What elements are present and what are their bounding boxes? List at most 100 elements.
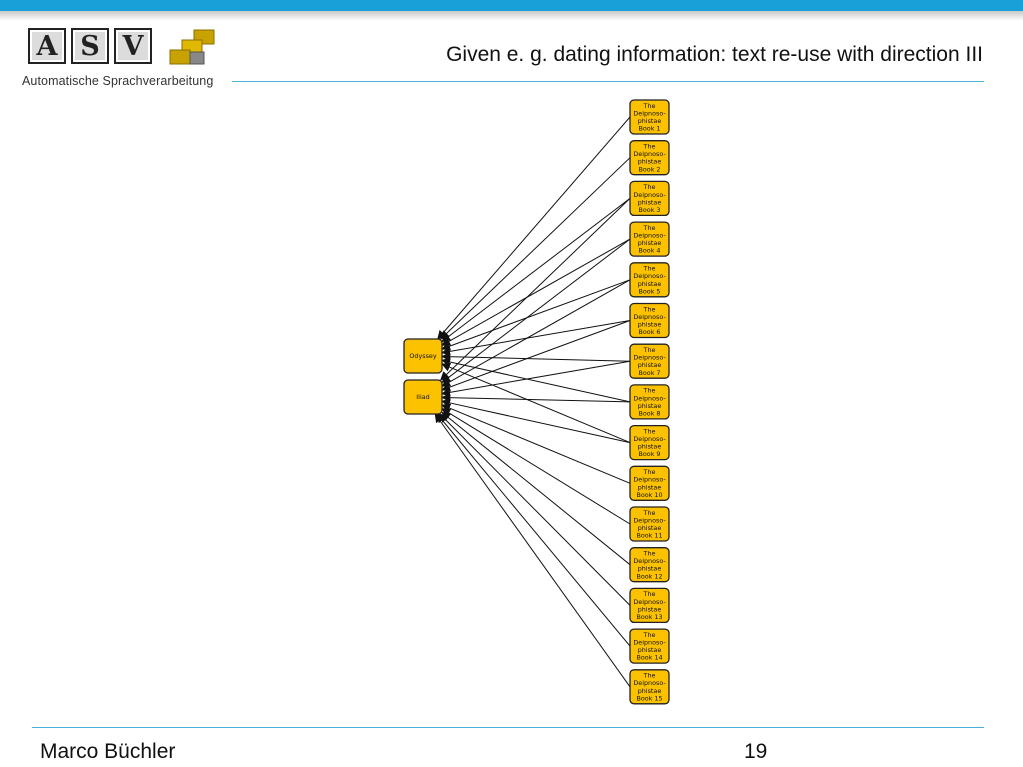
source-node-label-line: Book 1	[638, 125, 660, 133]
reuse-edge	[441, 279, 631, 351]
source-node-label-line: The	[643, 305, 656, 313]
source-node-label-line: Deipnoso-	[633, 354, 665, 362]
source-node-label-line: Deipnoso-	[633, 191, 665, 199]
logo-blocks-icon	[169, 29, 215, 65]
source-node-label-line: Book 9	[638, 450, 660, 458]
source-node-label-line: Book 15	[636, 694, 662, 702]
source-node-label-line: The	[643, 672, 656, 680]
source-node-label-line: The	[643, 346, 656, 354]
source-node-label-line: phistae	[638, 198, 662, 206]
source-node-label-line: Book 3	[638, 206, 660, 214]
reuse-edge	[441, 320, 631, 356]
reuse-edge	[437, 116, 631, 340]
source-node-label-line: The	[643, 631, 656, 639]
source-node-label-line: phistae	[638, 239, 662, 247]
source-node-label-line: phistae	[638, 605, 662, 613]
reuse-edge	[441, 403, 631, 484]
source-node-label-line: phistae	[638, 402, 662, 410]
source-node-label-line: Book 13	[636, 613, 662, 621]
source-node-label-line: The	[643, 387, 656, 395]
page-number: 19	[744, 740, 768, 763]
target-node-label: Odyssey	[409, 352, 436, 360]
source-node-label-line: Deipnoso-	[633, 639, 665, 647]
source-node-label-line: The	[643, 550, 656, 558]
logo-letter-v: V	[114, 28, 152, 64]
source-node-label-line: The	[643, 590, 656, 598]
reuse-edge	[441, 362, 631, 444]
source-node-label-line: Deipnoso-	[633, 313, 665, 321]
source-node-label-line: Deipnoso-	[633, 679, 665, 687]
reuse-edge	[441, 393, 631, 403]
source-node-label-line: Deipnoso-	[633, 232, 665, 240]
source-node-label-line: Book 8	[638, 410, 660, 418]
reuse-edge	[441, 352, 631, 362]
source-node-label-line: phistae	[638, 524, 662, 532]
reuse-edge	[439, 413, 631, 606]
source-node-label-line: The	[643, 265, 656, 273]
reuse-edge	[441, 408, 631, 525]
source-node-label-line: Deipnoso-	[633, 109, 665, 117]
top-accent-bar	[0, 0, 1023, 11]
slide-title: Given e. g. dating information: text re-…	[446, 43, 983, 66]
reuse-edge	[441, 198, 631, 343]
reuse-edge	[434, 413, 631, 688]
source-node-label-line: phistae	[638, 117, 662, 125]
reuse-edge	[441, 238, 631, 384]
reuse-edge	[440, 198, 631, 381]
source-node-label-line: Book 12	[636, 572, 662, 580]
source-node-label-line: The	[643, 102, 656, 110]
source-node-label-line: Deipnoso-	[633, 598, 665, 606]
reuse-edge	[436, 413, 631, 647]
source-node-label-line: phistae	[638, 443, 662, 451]
source-node-label-line: Deipnoso-	[633, 150, 665, 158]
source-node-label-line: phistae	[638, 687, 662, 695]
footer-rule	[32, 727, 984, 728]
target-node-odyssey: Odyssey	[403, 338, 443, 374]
source-node-label-line: phistae	[638, 321, 662, 329]
source-node-label-line: The	[643, 509, 656, 517]
source-node-label-line: Deipnoso-	[633, 272, 665, 280]
source-node-label-line: Book 4	[638, 247, 660, 255]
source-node-label-line: Deipnoso-	[633, 435, 665, 443]
target-node-iliad: Iliad	[403, 379, 443, 415]
source-node-label-line: The	[643, 183, 656, 191]
source-node-label-line: phistae	[638, 565, 662, 573]
source-node-label-line: phistae	[638, 646, 662, 654]
source-node-label-line: Deipnoso-	[633, 394, 665, 402]
source-node-label-line: Deipnoso-	[633, 557, 665, 565]
source-node-label-line: phistae	[638, 483, 662, 491]
reuse-edge	[441, 357, 631, 403]
source-node-label-line: Book 11	[636, 532, 662, 540]
source-node-label-line: The	[643, 143, 656, 151]
source-node-label-line: phistae	[638, 158, 662, 166]
source-node-label-line: Book 10	[636, 491, 662, 499]
source-node-label-line: The	[643, 427, 656, 435]
header-rule	[232, 81, 984, 82]
logo-subtitle: Automatische Sprachverarbeitung	[22, 74, 214, 88]
source-node-label-line: Deipnoso-	[633, 516, 665, 524]
source-node-label-line: phistae	[638, 361, 662, 369]
target-node-label: Iliad	[416, 393, 429, 401]
source-node-label-line: The	[643, 468, 656, 476]
source-node-label-line: Book 14	[636, 654, 662, 662]
footer-author: Marco Büchler	[40, 740, 176, 763]
source-node-label-line: The	[643, 224, 656, 232]
source-node-label-line: Book 7	[638, 369, 660, 377]
logo-letter-a: A	[28, 28, 66, 64]
reuse-edge	[441, 238, 631, 346]
reuse-edge	[441, 411, 631, 566]
source-node-label-line: Book 6	[638, 328, 660, 336]
